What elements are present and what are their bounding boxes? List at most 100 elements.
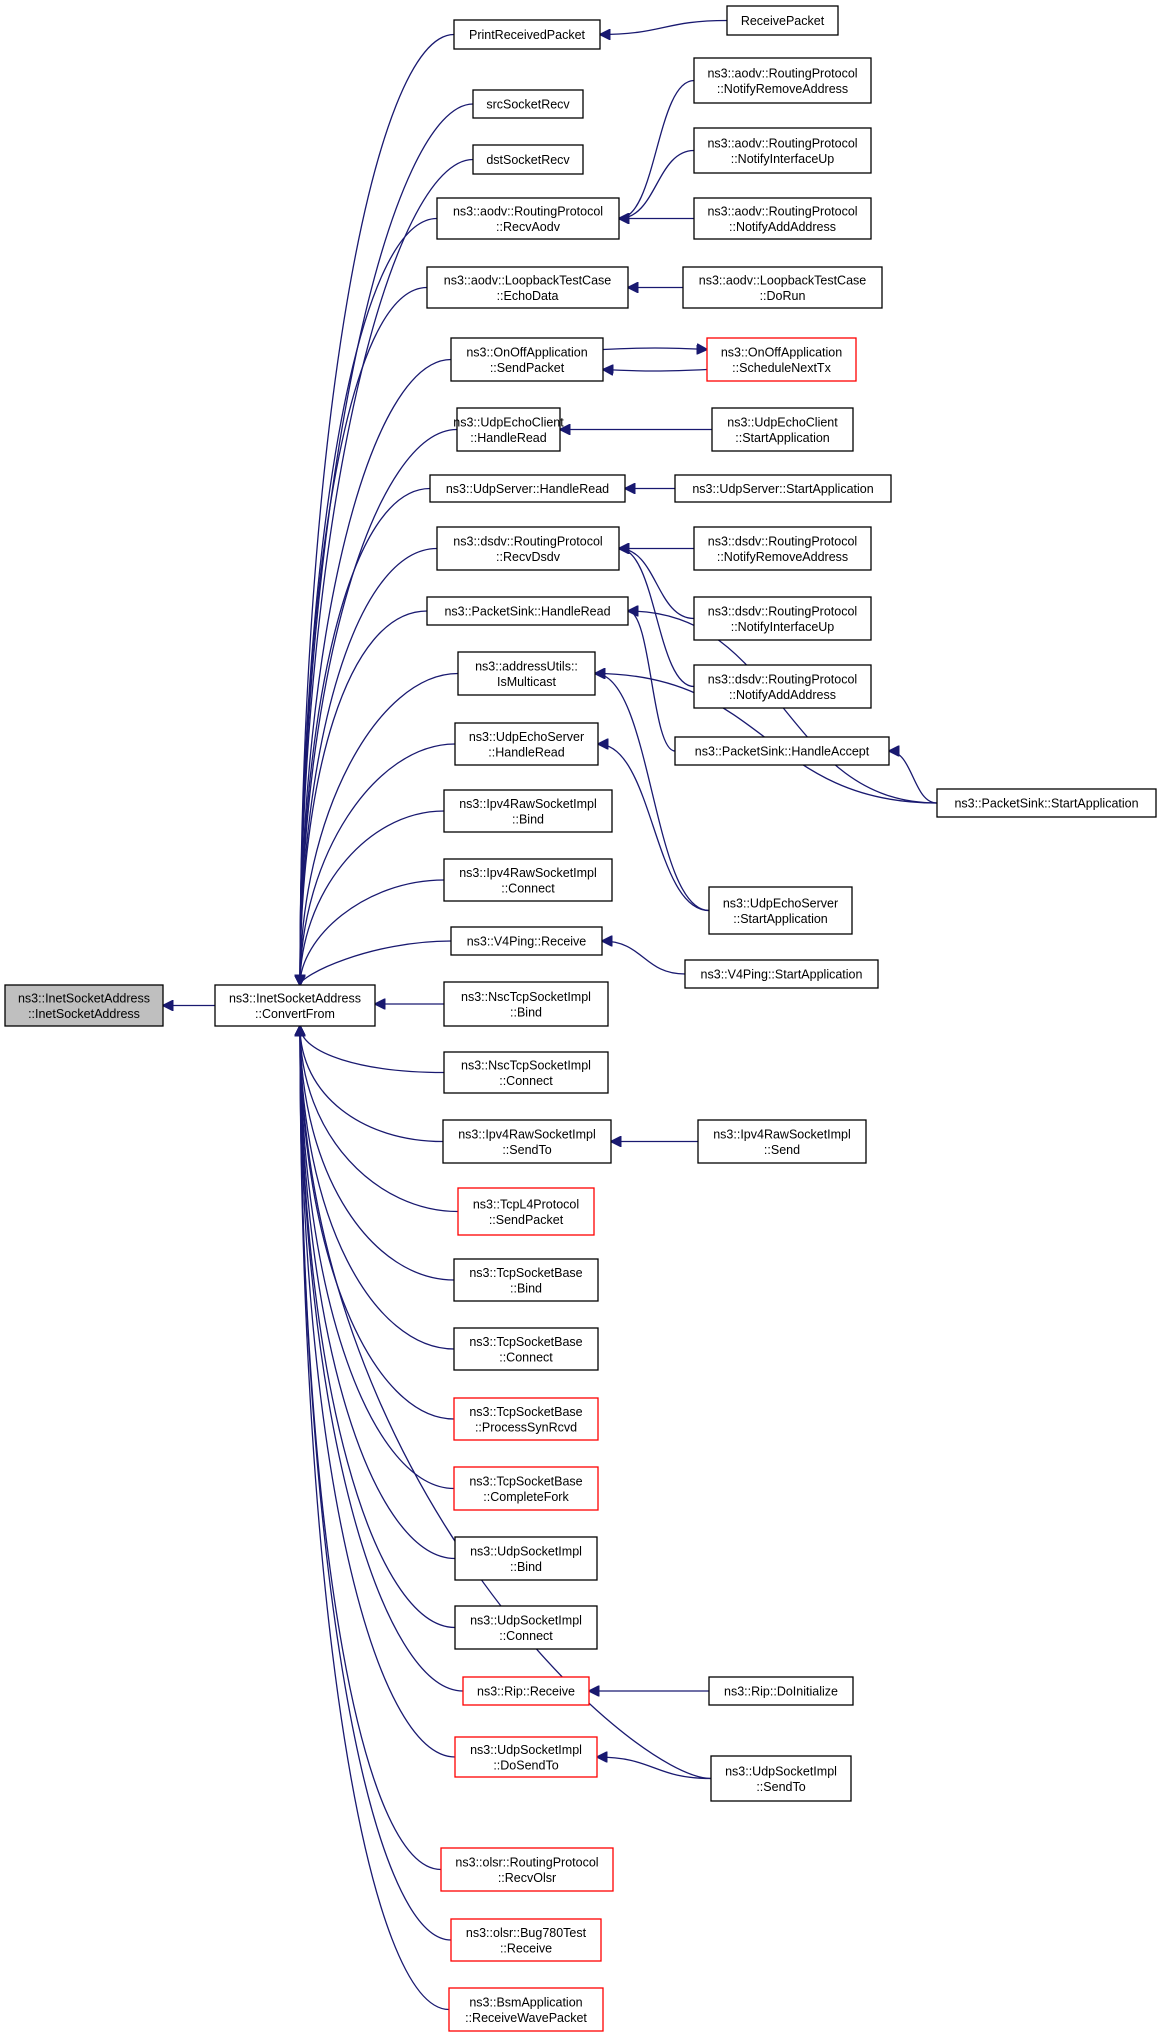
node-box bbox=[440, 1847, 614, 1892]
node-olsrbug[interactable]: ns3::olsr::Bug780Test::Receive bbox=[450, 1918, 602, 1962]
edge-nscconn-to-convert bbox=[300, 1026, 445, 1074]
node-riprecv[interactable]: ns3::Rip::Receive bbox=[462, 1676, 590, 1706]
edge-ipv4conn-to-convert bbox=[300, 879, 445, 985]
node-aodvnra[interactable]: ns3::aodv::RoutingProtocol::NotifyRemove… bbox=[693, 57, 872, 104]
node-tcpl4send[interactable]: ns3::TcpL4Protocol::SendPacket bbox=[457, 1187, 595, 1236]
edge-psha-to-pshr bbox=[628, 611, 676, 752]
node-label: ns3::PacketSink::HandleAccept bbox=[695, 745, 870, 759]
node-auismc[interactable]: ns3::addressUtils::IsMulticast bbox=[457, 651, 596, 696]
node-label: ReceivePacket bbox=[741, 14, 825, 28]
node-uechr[interactable]: ns3::UdpEchoClient::HandleRead bbox=[453, 407, 564, 452]
node-box bbox=[697, 1119, 867, 1164]
node-ipv4bind[interactable]: ns3::Ipv4RawSocketImpl::Bind bbox=[443, 789, 613, 833]
node-aodvnaa[interactable]: ns3::aodv::RoutingProtocol::NotifyAddAdd… bbox=[693, 197, 872, 240]
node-box bbox=[450, 1918, 602, 1962]
edge-onoffsend-to-convert bbox=[300, 358, 452, 986]
node-label: ::StartApplication bbox=[735, 431, 830, 445]
edge-v4recv-to-convert bbox=[300, 940, 452, 985]
node-dsdvniu[interactable]: ns3::dsdv::RoutingProtocol::NotifyInterf… bbox=[693, 596, 872, 641]
node-usist[interactable]: ns3::UdpSocketImpl::SendTo bbox=[710, 1755, 852, 1802]
node-box bbox=[442, 1119, 612, 1164]
edge-usidst-to-convert bbox=[300, 1026, 456, 1758]
node-box bbox=[693, 596, 872, 641]
node-tsbbind[interactable]: ns3::TcpSocketBase::Bind bbox=[453, 1258, 599, 1302]
node-bsmrwp[interactable]: ns3::BsmApplication::ReceiveWavePacket bbox=[448, 1987, 604, 2032]
node-dsdvnaa[interactable]: ns3::dsdv::RoutingProtocol::NotifyAddAdd… bbox=[693, 664, 872, 709]
node-label: ns3::Rip::Receive bbox=[477, 1685, 575, 1699]
node-focus[interactable]: ns3::InetSocketAddress::InetSocketAddres… bbox=[4, 984, 164, 1027]
node-tsbpsr[interactable]: ns3::TcpSocketBase::ProcessSynRcvd bbox=[453, 1397, 599, 1441]
node-pssa[interactable]: ns3::PacketSink::StartApplication bbox=[936, 788, 1157, 818]
edge-pssa-to-psha bbox=[889, 751, 938, 804]
node-ripdoinit[interactable]: ns3::Rip::DoInitialize bbox=[708, 1676, 854, 1706]
node-label: ns3::Ipv4RawSocketImpl bbox=[459, 866, 597, 880]
node-label: ::RecvDsdv bbox=[496, 550, 561, 564]
node-box bbox=[426, 596, 629, 626]
node-onoffsched[interactable]: ns3::OnOffApplication::ScheduleNextTx bbox=[706, 337, 857, 382]
node-label: ns3::TcpSocketBase bbox=[469, 1335, 582, 1349]
node-box bbox=[426, 266, 629, 309]
node-pshr[interactable]: ns3::PacketSink::HandleRead bbox=[426, 596, 629, 626]
node-usiconn[interactable]: ns3::UdpSocketImpl::Connect bbox=[454, 1605, 598, 1650]
node-aodvdorun[interactable]: ns3::aodv::LoopbackTestCase::DoRun bbox=[682, 266, 883, 309]
node-psha[interactable]: ns3::PacketSink::HandleAccept bbox=[674, 736, 890, 766]
node-box bbox=[443, 1051, 609, 1094]
node-dsdvrecv[interactable]: ns3::dsdv::RoutingProtocol::RecvDsdv bbox=[436, 526, 620, 571]
node-box bbox=[726, 5, 839, 36]
node-aodvniu[interactable]: ns3::aodv::RoutingProtocol::NotifyInterf… bbox=[693, 127, 872, 174]
node-usidst[interactable]: ns3::UdpSocketImpl::DoSendTo bbox=[454, 1736, 598, 1778]
node-label: ns3::InetSocketAddress bbox=[18, 991, 150, 1005]
node-label: ns3::V4Ping::StartApplication bbox=[701, 968, 863, 982]
node-uecsa[interactable]: ns3::UdpEchoClient::StartApplication bbox=[711, 407, 854, 452]
node-box bbox=[443, 981, 609, 1027]
edge-ushr-to-convert bbox=[300, 487, 431, 986]
node-label: srcSocketRecv bbox=[486, 98, 570, 112]
node-box bbox=[454, 1536, 598, 1581]
node-srcsock[interactable]: srcSocketRecv bbox=[472, 89, 584, 119]
node-label: ns3::NscTcpSocketImpl bbox=[461, 990, 591, 1004]
node-label: ns3::dsdv::RoutingProtocol bbox=[708, 672, 857, 686]
node-label: ns3::OnOffApplication bbox=[721, 345, 842, 359]
node-onoffsend[interactable]: ns3::OnOffApplication::SendPacket bbox=[450, 337, 604, 382]
node-usibind[interactable]: ns3::UdpSocketImpl::Bind bbox=[454, 1536, 598, 1581]
node-tsbcf[interactable]: ns3::TcpSocketBase::CompleteFork bbox=[453, 1466, 599, 1511]
node-box bbox=[682, 266, 883, 309]
node-label: PrintReceivedPacket bbox=[469, 28, 586, 42]
node-printrecv[interactable]: PrintReceivedPacket bbox=[453, 19, 601, 50]
node-box bbox=[457, 651, 596, 696]
node-ipv4send[interactable]: ns3::Ipv4RawSocketImpl::Send bbox=[697, 1119, 867, 1164]
node-label: ::CompleteFork bbox=[483, 1490, 569, 1504]
node-aodvecho[interactable]: ns3::aodv::LoopbackTestCase::EchoData bbox=[426, 266, 629, 309]
node-v4recv[interactable]: ns3::V4Ping::Receive bbox=[450, 926, 603, 956]
node-convert[interactable]: ns3::InetSocketAddress::ConvertFrom bbox=[214, 984, 376, 1027]
node-ueshr[interactable]: ns3::UdpEchoServer::HandleRead bbox=[454, 722, 599, 766]
node-label: ::NotifyInterfaceUp bbox=[731, 620, 835, 634]
node-box bbox=[693, 664, 872, 709]
node-ipv4conn[interactable]: ns3::Ipv4RawSocketImpl::Connect bbox=[443, 858, 613, 902]
node-label: ns3::TcpL4Protocol bbox=[473, 1197, 579, 1211]
node-dsdvnra[interactable]: ns3::dsdv::RoutingProtocol::NotifyRemove… bbox=[693, 526, 872, 571]
node-olsrrecv[interactable]: ns3::olsr::RoutingProtocol::RecvOlsr bbox=[440, 1847, 614, 1892]
edge-usist-to-usidst bbox=[597, 1757, 712, 1780]
node-ussa[interactable]: ns3::UdpServer::StartApplication bbox=[674, 474, 892, 503]
node-box bbox=[693, 526, 872, 571]
node-nscbind[interactable]: ns3::NscTcpSocketImpl::Bind bbox=[443, 981, 609, 1027]
node-recvpacket[interactable]: ReceivePacket bbox=[726, 5, 839, 36]
node-label: ns3::PacketSink::StartApplication bbox=[954, 797, 1138, 811]
node-v4sa[interactable]: ns3::V4Ping::StartApplication bbox=[684, 959, 879, 989]
node-aodvrecv[interactable]: ns3::aodv::RoutingProtocol::RecvAodv bbox=[436, 197, 620, 240]
node-box bbox=[454, 1605, 598, 1650]
node-label: ns3::UdpSocketImpl bbox=[470, 1613, 582, 1627]
node-nscconn[interactable]: ns3::NscTcpSocketImpl::Connect bbox=[443, 1051, 609, 1094]
node-uessa[interactable]: ns3::UdpEchoServer::StartApplication bbox=[708, 886, 853, 935]
node-box bbox=[453, 1327, 599, 1371]
node-box bbox=[710, 1755, 852, 1802]
node-label: ns3::UdpSocketImpl bbox=[470, 1544, 582, 1558]
node-label: ::Bind bbox=[510, 1560, 542, 1574]
node-ushr[interactable]: ns3::UdpServer::HandleRead bbox=[429, 474, 626, 503]
edge-ueshr-to-convert bbox=[300, 743, 456, 985]
node-tsbconn[interactable]: ns3::TcpSocketBase::Connect bbox=[453, 1327, 599, 1371]
node-ipv4sendto[interactable]: ns3::Ipv4RawSocketImpl::SendTo bbox=[442, 1119, 612, 1164]
node-dstsock[interactable]: dstSocketRecv bbox=[472, 144, 584, 175]
edge-uessa-to-auismc bbox=[595, 674, 710, 912]
